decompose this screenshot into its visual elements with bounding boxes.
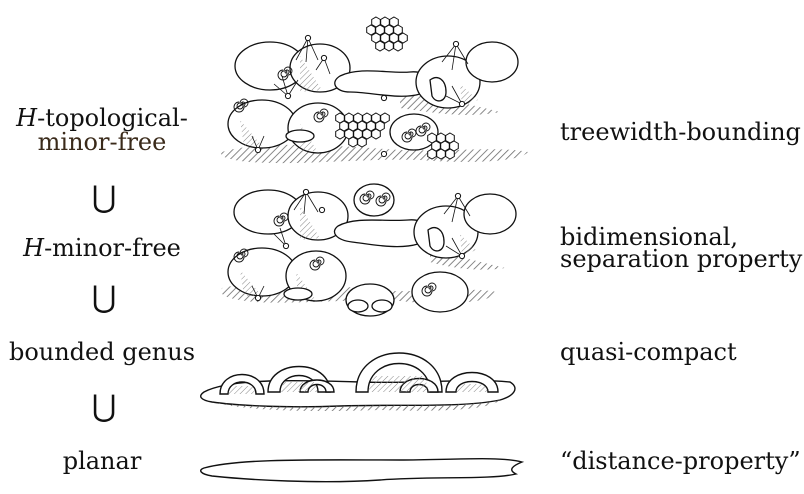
planar-illustration xyxy=(201,459,522,482)
planar-surface xyxy=(201,459,522,482)
minor-free-illustration xyxy=(221,184,516,316)
hex-grid-top xyxy=(367,17,408,51)
bounded-genus-illustration xyxy=(201,353,515,411)
hex-grid-right xyxy=(428,133,459,159)
topological-minor-free-illustration xyxy=(221,17,528,163)
